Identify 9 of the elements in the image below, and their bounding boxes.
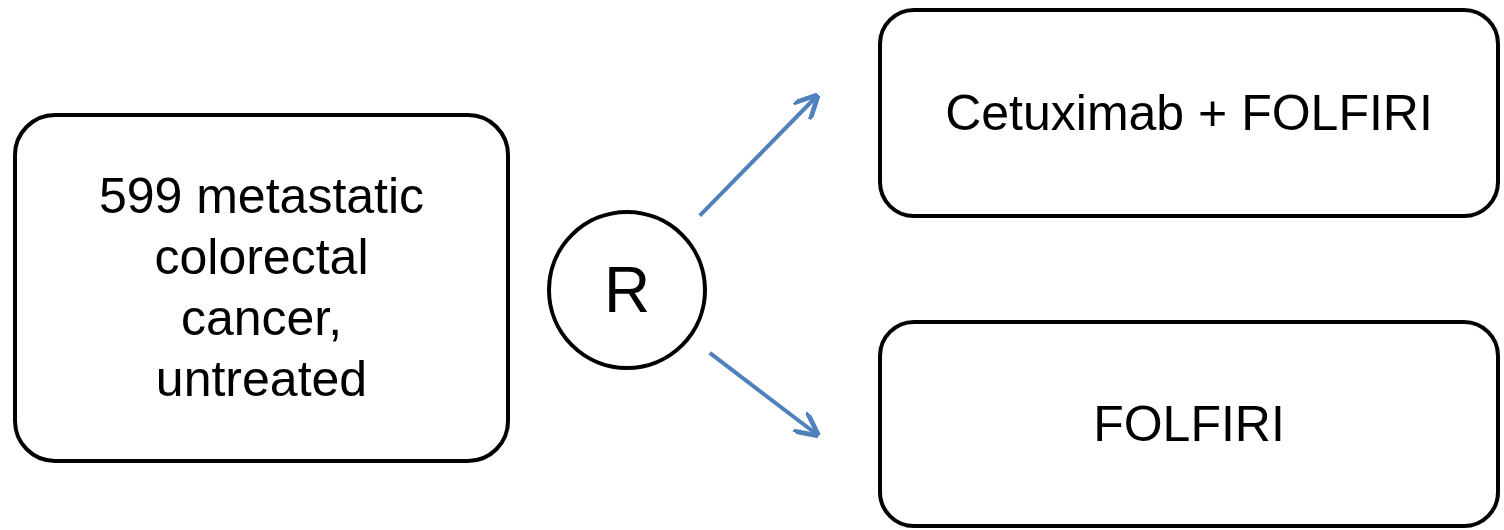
rounded-box [878,320,1500,528]
arrow [708,351,822,439]
box-text: 599 metastatic colorectal cancer, untreated [97,167,426,409]
arrow [698,92,821,218]
box-text: FOLFIRI [1093,394,1285,454]
rounded-box [878,8,1500,218]
rounded-box [13,113,510,463]
box-text: Cetuximab + FOLFIRI [945,83,1433,143]
node-label: R [603,252,651,328]
